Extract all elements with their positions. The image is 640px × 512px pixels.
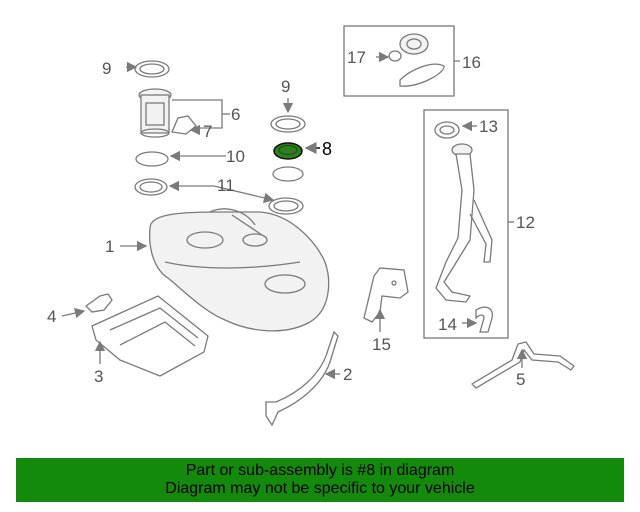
callout-14: 14	[438, 315, 457, 334]
parts-diagram: 9 6 7 10 11 9 8	[47, 25, 575, 427]
part-2-strap[interactable]	[265, 330, 339, 427]
part-10-gasket-left[interactable]	[135, 151, 169, 167]
callout-10: 10	[226, 147, 245, 166]
callout-6: 6	[231, 105, 240, 124]
callout-17: 17	[347, 48, 366, 67]
callout-9-center: 9	[281, 77, 290, 96]
part-15-bracket[interactable]	[363, 267, 409, 323]
part-3-heat-shield[interactable]	[91, 295, 209, 377]
part-13-filler-seal[interactable]	[434, 121, 460, 139]
callout-5: 5	[516, 370, 525, 389]
part-11-ring-left[interactable]	[134, 178, 168, 196]
part-16-fuel-cap-assembly[interactable]	[399, 33, 445, 87]
info-banner: Part or sub-assembly is #8 in diagram Di…	[16, 458, 624, 502]
part-7-sender-arm[interactable]	[171, 115, 197, 135]
callout-12-box	[423, 109, 509, 339]
part-8-seal-highlighted[interactable]	[273, 142, 303, 160]
part-1-fuel-tank[interactable]	[149, 208, 330, 332]
callout-3: 3	[94, 367, 103, 386]
callout-7: 7	[203, 122, 212, 141]
callout-15: 15	[372, 335, 391, 354]
part-17-fuel-cap-seal[interactable]	[388, 50, 402, 62]
callout-4: 4	[47, 307, 56, 326]
callout-2: 2	[343, 365, 352, 384]
callout-13: 13	[479, 117, 498, 136]
part-4-clip[interactable]	[84, 293, 113, 313]
callout-16: 16	[462, 53, 481, 72]
banner-line-1: Part or sub-assembly is #8 in diagram	[185, 462, 455, 479]
part-14-hose[interactable]	[475, 306, 493, 333]
callout-1: 1	[105, 237, 114, 256]
callout-8: 8	[322, 139, 332, 159]
part-11-ring-center[interactable]	[268, 197, 304, 215]
part-12-filler-tube[interactable]	[435, 143, 493, 303]
banner-line-2: Diagram may not be specific to your vehi…	[165, 480, 475, 497]
callout-11: 11	[217, 176, 235, 195]
part-9-lock-ring-left[interactable]	[134, 60, 170, 78]
part-6-fuel-pump-module[interactable]	[138, 88, 172, 138]
callout-9-left: 9	[102, 59, 111, 78]
part-10-gasket-center[interactable]	[272, 166, 304, 182]
callout-12: 12	[516, 213, 535, 232]
part-9-lock-ring-center[interactable]	[270, 115, 306, 133]
